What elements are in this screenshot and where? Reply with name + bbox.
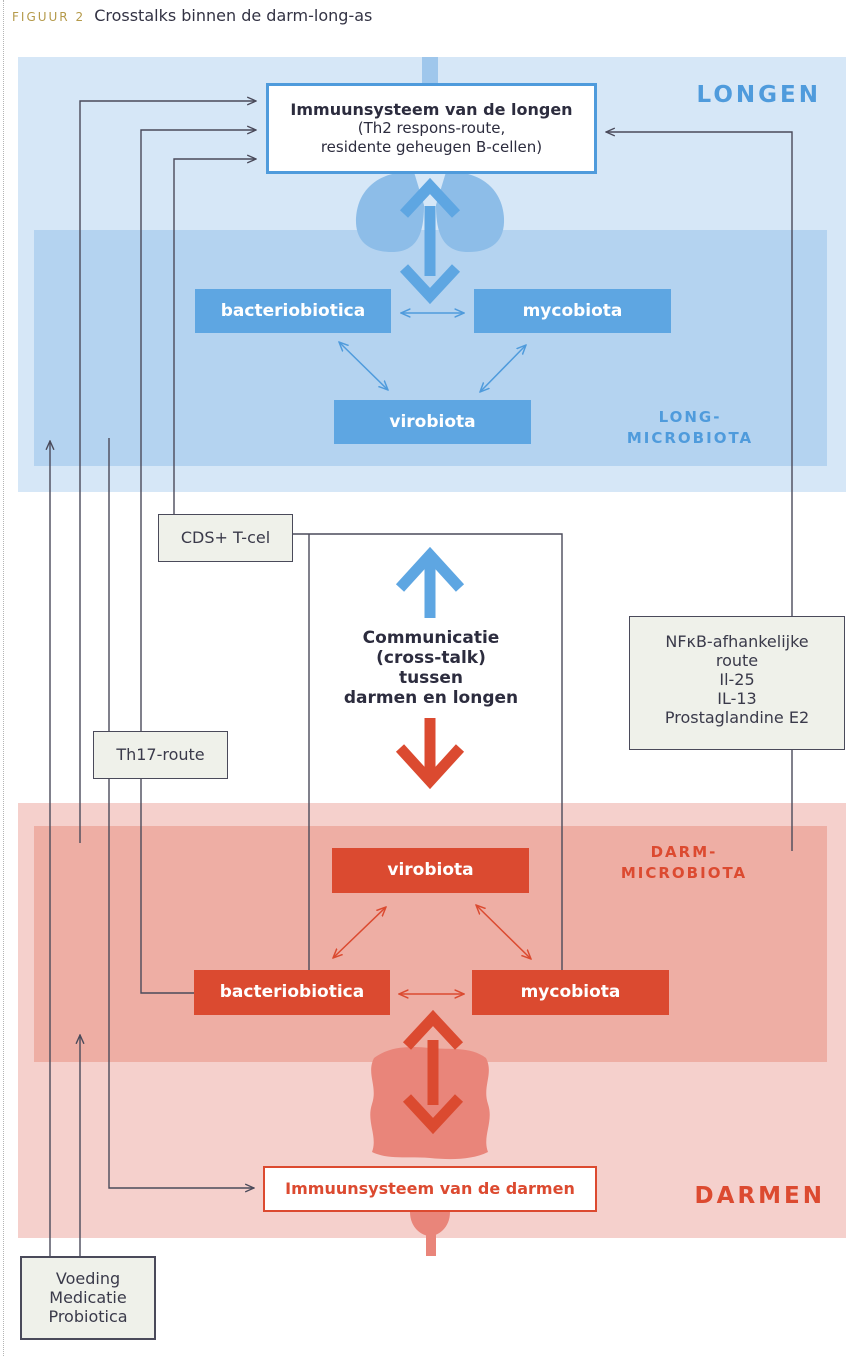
rectum-shape [410,1212,450,1236]
diet-line: Voeding [55,1269,121,1288]
nfkb-line: route [715,651,759,670]
lung-myco-viro-arrow [480,345,526,392]
nfkb-line: IL-13 [717,689,757,708]
rectum-tail-shape [426,1230,436,1256]
cds-t-cell-box: CDS+ T-cel [158,514,293,562]
lung-immune-subtitle-line: residente geheugen B-cellen) [320,138,543,156]
figure-label: FIGUUR 2 [12,10,86,24]
lung-immune-system-box: Immuunsysteem van de longen (Th2 respons… [266,83,597,174]
nfkb-line: Il-25 [719,670,755,689]
figure-title: FIGUUR 2 Crosstalks binnen de darm-long-… [12,6,372,25]
gut-viro-myco-arrow [476,905,531,959]
communication-line: darmen en longen [343,688,519,708]
th17-route-box: Th17-route [93,731,228,779]
lung-bacteria-viro-arrow [339,342,388,390]
nfkb-route-box: NFκB-afhankelijke route Il-25 IL-13 Pros… [629,616,845,750]
lung-microbiota-title-line: MICROBIOTA [626,429,754,447]
lung-immune-subtitle-line: (Th2 respons-route, [357,119,506,137]
lung-vertical-double-arrow [399,177,461,305]
diet-medication-probiotics-box: Voeding Medicatie Probiotica [20,1256,156,1340]
connector-outer-to-lung-immune [79,101,256,843]
gut-virobiota-box: virobiota [332,848,529,893]
gut-bacteriobiotica-box: bacteriobiotica [194,970,390,1015]
communication-line: Communicatie [362,628,500,648]
lung-bacteriobiotica-box: bacteriobiotica [195,289,391,333]
connector-th17-to-gut-immune [108,735,254,1188]
figure-title-text: Crosstalks binnen de darm-long-as [94,6,373,25]
nfkb-line: Prostaglandine E2 [664,708,810,727]
gut-viro-bacteria-arrow [333,907,386,958]
connector-cds-to-lung-immune [173,159,256,514]
gut-microbiota-title: DARM- MICROBIOTA [604,842,764,884]
connector-nfkb-to-lung-immune [606,132,793,616]
gut-zone-title: DARMEN [694,1183,825,1209]
connector-th17-to-gut-bacteria [140,779,194,994]
page-margin-rule [3,0,4,1356]
communication-label: Communicatie (cross-talk) tussen darmen … [318,628,544,708]
gut-microbiota-title-line: MICROBIOTA [620,864,748,882]
communication-line: tussen [398,668,464,688]
gut-immune-system-box: Immuunsysteem van de darmen [263,1166,597,1212]
connector-th17-to-lung-immune [140,130,256,731]
lungs-illustration [355,57,505,252]
gut-microbiota-title-line: DARM- [650,843,718,861]
diet-line: Probiotica [48,1307,128,1326]
diet-line: Medicatie [49,1288,127,1307]
lungs-zone-title: LONGEN [696,82,821,108]
lung-microbiota-title: LONG- MICROBIOTA [610,407,770,449]
communication-down-arrow [395,718,465,790]
communication-up-arrow [395,546,465,618]
gut-vertical-double-arrow [402,1009,464,1135]
lung-mycobiota-box: mycobiota [474,289,671,333]
right-lung-shape [436,171,505,252]
connector-cds-to-gut-myco [293,533,563,970]
lung-microbiota-title-line: LONG- [658,408,722,426]
gut-mycobiota-box: mycobiota [472,970,669,1015]
lung-virobiota-box: virobiota [334,400,531,444]
communication-line: (cross-talk) [376,648,486,668]
lung-immune-title: Immuunsysteem van de longen [290,100,573,119]
left-lung-shape [355,171,424,252]
nfkb-line: NFκB-afhankelijke [665,632,809,651]
